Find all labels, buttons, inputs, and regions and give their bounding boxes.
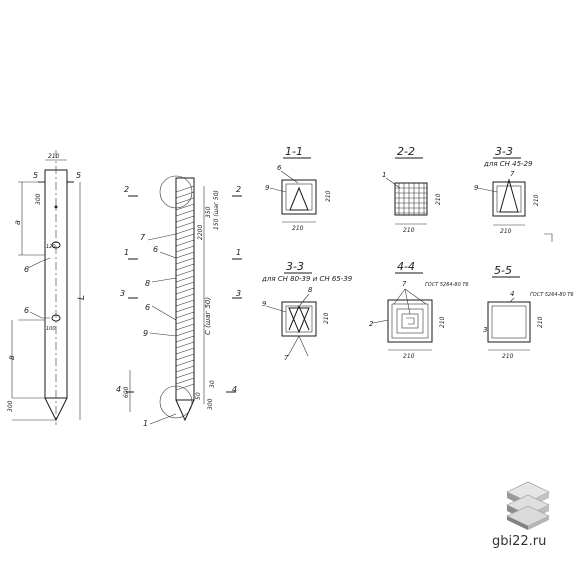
stacked-slabs-icon [506, 481, 550, 530]
section-mark-right: 5 [76, 171, 81, 180]
callout-9: 9 [265, 184, 270, 192]
section-5-5: 5-5 4 3 ГОСТ 5264-80 Т6 210 210 [483, 264, 574, 360]
callout-7: 7 [510, 170, 515, 178]
height-210: 210 [537, 316, 544, 328]
section-3-3b-subtitle: для СН 80-39 и СН 65-39 [261, 275, 353, 283]
dim-300-top: 300 [35, 193, 42, 205]
callout-6: 6 [153, 245, 158, 254]
gost-note-5-5: ГОСТ 5264-80 Т6 [530, 292, 574, 298]
section-3-3a-title: 3-3 [495, 145, 513, 158]
dim-c-label: С (шаг 50) [204, 297, 212, 335]
pile-reinforcement-view: 2 2 1 1 3 3 4 4 7 6 8 6 9 1 С (шаг 50) 2… [116, 175, 242, 428]
callout-9: 9 [143, 329, 148, 338]
section-mark-1-right: 1 [236, 248, 241, 257]
section-1-1-title: 1-1 [285, 145, 303, 158]
callout-8: 8 [145, 279, 150, 288]
section-1-1: 1-1 6 9 210 210 [265, 145, 332, 232]
height-210: 210 [435, 193, 442, 205]
dim-2200: 2200 [197, 225, 204, 240]
section-mark-3-left: 3 [120, 289, 125, 298]
callout-1: 1 [143, 419, 148, 428]
dim-50: 50 [195, 392, 202, 400]
callout-8: 8 [308, 286, 313, 294]
callout-6-lower: 6 [24, 306, 29, 315]
section-mark-1-left: 1 [124, 248, 129, 257]
dim-300-bottom: 300 [7, 400, 14, 412]
dim-100: 100 [46, 326, 56, 332]
height-210: 210 [323, 312, 330, 324]
width-210: 210 [403, 353, 415, 360]
dim-300: 300 [207, 398, 214, 410]
site-watermark: gbi22.ru [492, 534, 547, 549]
section-2-2-title: 2-2 [397, 145, 415, 158]
width-210: 210 [403, 227, 415, 234]
section-mark-4-left: 4 [116, 385, 121, 394]
section-5-5-title: 5-5 [494, 264, 512, 277]
width-210: 210 [502, 353, 514, 360]
callout-7: 7 [140, 233, 146, 242]
dim-350: 350 [205, 206, 212, 218]
callout-9: 9 [262, 300, 267, 308]
section-4-4: 4-4 7 2 210 210 ГОСТ 5264-80 Т6 [369, 260, 469, 360]
dim-150: 150 (шаг 50) [213, 190, 220, 230]
callout-6-lower: 6 [145, 303, 150, 312]
callout-6: 6 [277, 164, 282, 172]
gost-note-4-4: ГОСТ 5264-80 Т6 [425, 282, 469, 288]
section-3-3b-title: 3-3 [286, 260, 304, 273]
height-210: 210 [325, 190, 332, 202]
section-mark-2-left: 2 [124, 185, 129, 194]
section-mark-4-right: 4 [232, 385, 237, 394]
height-210: 210 [439, 316, 446, 328]
callout-7: 7 [402, 280, 407, 288]
dim-a-label: а [13, 220, 22, 225]
callout-4: 4 [510, 290, 514, 298]
width-210: 210 [500, 228, 512, 235]
pile-left-view: 210 5 5 а в 300 300 L 120 100 6 6 [7, 150, 87, 425]
callout-6-upper: 6 [24, 265, 29, 274]
dim-600: 600 [123, 386, 130, 398]
section-mark-3-right: 3 [236, 289, 241, 298]
section-mark-left: 5 [33, 171, 38, 180]
section-3-3-b: 3-3 для СН 80-39 и СН 65-39 8 9 7 210 [261, 260, 353, 362]
callout-3: 3 [483, 326, 487, 334]
section-mark-2-right: 2 [236, 185, 241, 194]
dim-b-label: в [7, 355, 16, 360]
section-3-3a-subtitle: для СН 45-29 [483, 160, 533, 168]
top-width-label: 210 [48, 153, 60, 160]
dim-120: 120 [46, 244, 56, 250]
dim-30: 30 [209, 380, 216, 388]
height-210: 210 [533, 194, 540, 206]
section-2-2: 2-2 1 210 210 [382, 145, 442, 234]
callout-2: 2 [369, 320, 374, 328]
dim-L-label: L [77, 295, 87, 300]
section-4-4-title: 4-4 [397, 260, 415, 273]
section-3-3-a: 3-3 для СН 45-29 7 9 210 210 [474, 145, 553, 242]
callout-1: 1 [382, 171, 386, 179]
width-210: 210 [292, 225, 304, 232]
callout-7: 7 [284, 354, 289, 362]
callout-9: 9 [474, 184, 479, 192]
